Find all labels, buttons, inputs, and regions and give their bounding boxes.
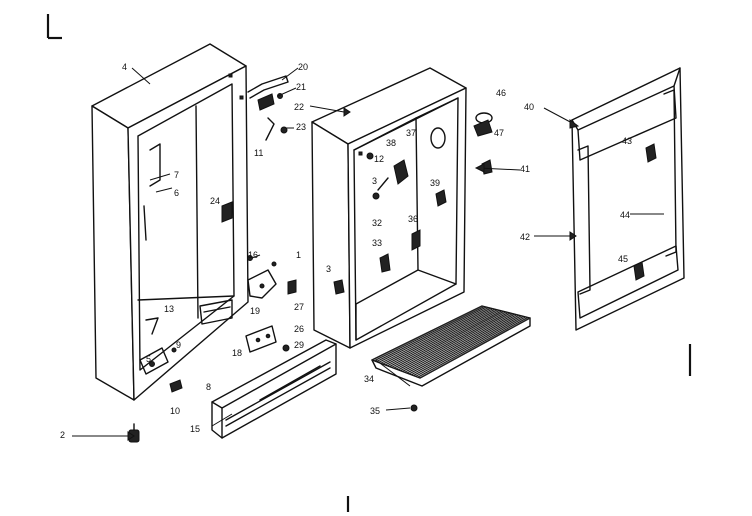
liner [311,67,467,349]
grid-slat [415,316,526,377]
label-2: 2 [60,430,65,440]
grid-slat [397,312,509,371]
label-13: 13 [164,304,174,314]
part-24-bracket [221,201,233,223]
grid-slat [389,309,500,368]
label-47: 47 [494,128,504,138]
label-24: 24 [210,196,220,206]
label-8: 8 [206,382,211,392]
grid-slat [378,307,489,363]
grid-slat [371,305,483,361]
grid-slat [408,314,520,375]
bottom-hinge-plate [245,325,290,353]
label-9: 9 [176,340,181,350]
label-23: 23 [296,122,306,132]
front-grille [211,339,337,439]
label-27: 27 [294,302,304,312]
label-18: 18 [232,348,242,358]
label-33: 33 [372,238,382,248]
label-36: 36 [408,214,418,224]
label-16: 16 [248,250,258,260]
wire-grid [371,305,531,412]
grid-slat [373,306,485,362]
label-29: 29 [294,340,304,350]
label-15: 15 [190,424,200,434]
grid-slat [393,310,505,369]
grid-slat [404,313,516,373]
grid-slat [413,315,524,377]
grid-slat [387,309,498,367]
grid-slat [384,308,496,366]
label-42: 42 [520,232,530,242]
label-35: 35 [370,406,380,416]
label-45: 45 [618,254,628,264]
label-21: 21 [296,82,306,92]
corner-marks [46,14,692,512]
label-6: 6 [174,188,179,198]
label-11: 11 [254,148,263,158]
label-38: 38 [386,138,396,148]
label-7: 7 [174,170,179,180]
grid-slat [410,315,522,376]
label-39: 39 [430,178,440,188]
label-41: 41 [520,164,530,174]
grid-slat [382,308,494,365]
label-20: 20 [298,62,308,72]
grid-slat [376,306,487,363]
label-3: 3 [326,264,331,274]
label-5: 5 [146,354,151,364]
center-hinge-parts [247,255,297,299]
label-43: 43 [622,136,632,146]
label-46: 46 [496,88,506,98]
grid-slat [417,316,529,378]
grid-slat [406,314,518,374]
label-22: 22 [294,102,304,112]
cabinet-shell [91,43,249,401]
door-panel [571,67,685,331]
label-44: 44 [620,210,630,220]
grid-slat [419,317,531,379]
grid-slat [380,307,491,364]
label-37: 37 [406,128,416,138]
label-4: 4 [122,62,127,72]
label-34: 34 [364,374,374,384]
callout-labels: 4 2 7 6 13 9 5 8 10 15 24 20 21 22 23 11… [60,62,632,440]
label-26: 26 [294,324,304,334]
leader-lines [72,67,664,441]
label-12: 12 [374,154,384,164]
label-10: 10 [170,406,180,416]
top-hinge-parts [247,75,289,141]
label-3-inner: 3 [372,176,377,186]
grid-slat [402,313,513,372]
latch-parts [473,112,493,175]
label-1: 1 [296,250,301,260]
grid-slat [391,310,502,368]
grid-slat [400,312,511,372]
label-40: 40 [524,102,534,112]
grid-slat [395,311,507,370]
leveling-foot [128,423,140,443]
label-19: 19 [250,306,260,316]
shell-bottom-parts [139,317,183,393]
label-32: 32 [372,218,382,228]
